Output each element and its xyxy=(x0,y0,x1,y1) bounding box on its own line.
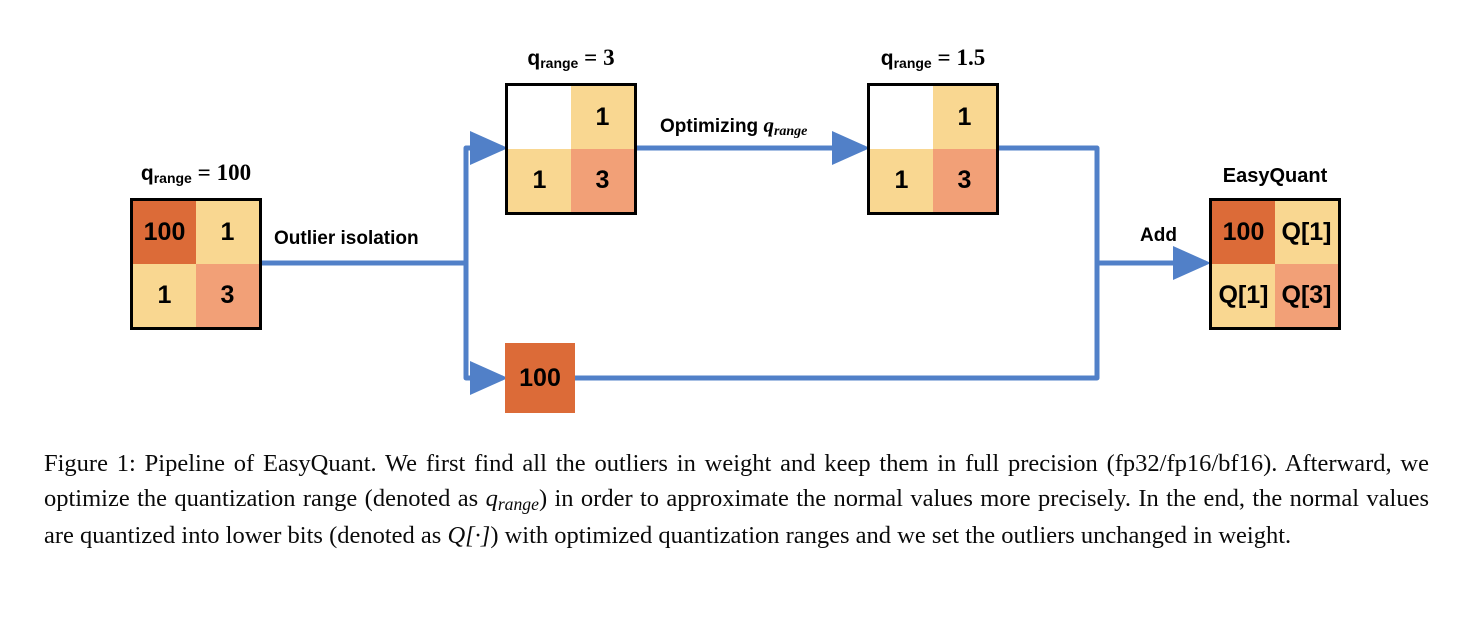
q-subscript: range xyxy=(893,55,932,71)
equals-sign: = xyxy=(937,45,951,70)
cell-value: 3 xyxy=(957,166,972,194)
optimized-matrix-group: qrange = 1.5 1 1 3 xyxy=(867,45,999,215)
cell-value: 1 xyxy=(957,103,972,131)
optimizing-prefix: Optimizing xyxy=(660,116,764,137)
matrix-cell: 3 xyxy=(933,149,996,212)
cell-value: 100 xyxy=(1222,218,1265,246)
matrix-cell: Q[1] xyxy=(1212,264,1275,327)
q-range-value: 3 xyxy=(603,45,615,70)
outlier-box: 100 xyxy=(505,343,575,413)
q-subscript: range xyxy=(773,124,808,139)
q-subscript: range xyxy=(497,494,539,515)
matrix-cell xyxy=(870,86,933,149)
q-range-value: 1.5 xyxy=(956,45,986,70)
matrix-cell: 1 xyxy=(508,149,571,212)
cell-value: 1 xyxy=(595,103,610,131)
easyquant-title: EasyQuant xyxy=(1222,165,1328,187)
easyquant-matrix: 100 Q[1] Q[1] Q[3] xyxy=(1209,198,1341,330)
q-symbol: q xyxy=(763,113,774,137)
input-matrix: 100 1 1 3 xyxy=(130,198,262,330)
add-label: Add xyxy=(1140,225,1177,246)
equals-sign: = xyxy=(197,160,211,185)
isolated-matrix: 1 1 3 xyxy=(505,83,637,215)
caption-part-2: ) in order to approximate the normal val… xyxy=(44,485,1429,549)
cell-value: 3 xyxy=(595,166,610,194)
cell-value: 1 xyxy=(220,218,235,246)
optimized-matrix: 1 1 3 xyxy=(867,83,999,215)
optimizing-label: Optimizing qrange xyxy=(660,113,808,139)
matrix-cell: 1 xyxy=(196,201,259,264)
q-range-value: 100 xyxy=(216,160,252,185)
optimized-matrix-label: qrange = 1.5 xyxy=(881,45,986,71)
matrix-cell: 3 xyxy=(571,149,634,212)
matrix-cell: 1 xyxy=(133,264,196,327)
cell-value: Q[3] xyxy=(1281,281,1332,309)
isolated-matrix-group: qrange = 3 1 1 3 xyxy=(505,45,637,215)
outlier-box-value: 100 xyxy=(519,363,561,392)
flow-arrows xyxy=(262,131,1212,395)
matrix-cell: 1 xyxy=(870,149,933,212)
q-subscript: range xyxy=(540,55,579,71)
cell-value: 100 xyxy=(143,218,186,246)
cell-value: 3 xyxy=(220,281,235,309)
matrix-cell xyxy=(508,86,571,149)
caption-part-1: Figure 1: Pipeline of EasyQuant. We firs… xyxy=(44,450,1429,512)
matrix-cell: Q[1] xyxy=(1275,201,1338,264)
cell-value: Q[1] xyxy=(1218,281,1269,309)
q-subscript: range xyxy=(153,170,192,186)
cell-value: 1 xyxy=(157,281,172,309)
equals-sign: = xyxy=(584,45,598,70)
q-symbol: q xyxy=(527,47,541,70)
matrix-cell: 100 xyxy=(1212,201,1275,264)
cell-value: 1 xyxy=(532,166,547,194)
input-matrix-label: qrange = 100 xyxy=(141,160,251,186)
pipeline-figure: qrange = 100 100 1 1 3 qrange = 3 1 1 3 … xyxy=(130,45,1341,413)
q-range-math: qrange xyxy=(763,113,808,139)
isolated-matrix-label: qrange = 3 xyxy=(527,45,614,71)
outlier-isolation-label: Outlier isolation xyxy=(274,228,419,249)
cell-value: 1 xyxy=(894,166,909,194)
q-symbol: q xyxy=(485,485,498,512)
matrix-cell: 100 xyxy=(133,201,196,264)
easyquant-matrix-group: EasyQuant 100 Q[1] Q[1] Q[3] xyxy=(1209,165,1341,330)
matrix-cell: 1 xyxy=(571,86,634,149)
matrix-cell: Q[3] xyxy=(1275,264,1338,327)
caption-part-3: ) with optimized quantization ranges and… xyxy=(490,522,1292,549)
caption-q-range: qrange xyxy=(485,485,539,515)
q-symbol: q xyxy=(880,47,894,70)
input-matrix-group: qrange = 100 100 1 1 3 xyxy=(130,160,262,330)
cell-value: Q[1] xyxy=(1281,218,1332,246)
figure-caption: Figure 1: Pipeline of EasyQuant. We firs… xyxy=(44,446,1429,553)
matrix-cell: 3 xyxy=(196,264,259,327)
caption-q-bracket: Q[·] xyxy=(447,522,491,549)
matrix-cell: 1 xyxy=(933,86,996,149)
q-symbol: q xyxy=(140,162,154,185)
